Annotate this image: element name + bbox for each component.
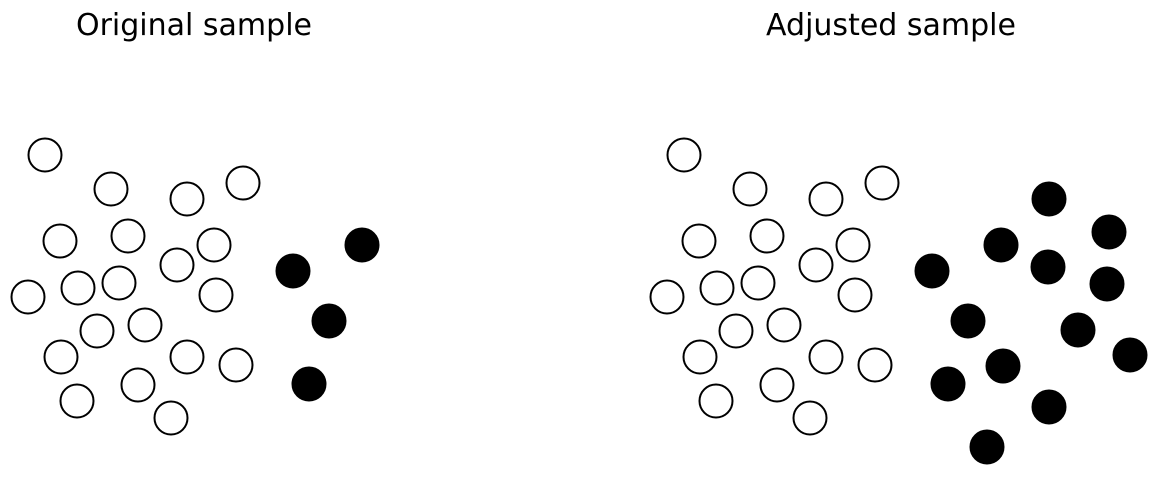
open-circle xyxy=(759,367,795,403)
open-circle xyxy=(798,247,834,283)
filled-circle xyxy=(275,253,311,289)
open-circle xyxy=(699,270,735,306)
open-circle xyxy=(808,339,844,375)
filled-circle xyxy=(950,303,986,339)
adjusted-sample-title: Adjusted sample xyxy=(766,8,1016,43)
open-circle xyxy=(120,367,156,403)
filled-circle xyxy=(930,366,966,402)
filled-circle xyxy=(914,253,950,289)
open-circle xyxy=(169,339,205,375)
open-circle xyxy=(42,223,78,259)
adjusted-sample-panel xyxy=(649,137,1148,465)
open-circle xyxy=(792,400,828,436)
open-circle xyxy=(681,223,717,259)
open-circle xyxy=(218,347,254,383)
open-circle xyxy=(835,227,871,263)
open-circle xyxy=(808,181,844,217)
open-circle xyxy=(666,137,702,173)
open-circle xyxy=(857,347,893,383)
filled-circle xyxy=(291,366,327,402)
open-circle xyxy=(837,277,873,313)
filled-circle xyxy=(969,429,1005,465)
open-circle xyxy=(159,247,195,283)
open-circle xyxy=(101,265,137,301)
filled-circle xyxy=(1031,181,1067,217)
open-circle xyxy=(10,279,46,315)
open-circle xyxy=(169,181,205,217)
open-circle xyxy=(766,307,802,343)
filled-circle xyxy=(1112,337,1148,373)
open-circle xyxy=(740,265,776,301)
open-circle xyxy=(225,165,261,201)
open-circle xyxy=(59,383,95,419)
filled-circle xyxy=(985,348,1021,384)
open-circle xyxy=(127,307,163,343)
open-circle xyxy=(60,270,96,306)
open-circle xyxy=(682,339,718,375)
filled-circle xyxy=(1091,214,1127,250)
filled-circle xyxy=(1030,249,1066,285)
filled-circle xyxy=(1031,389,1067,425)
open-circle xyxy=(153,400,189,436)
original-sample-panel xyxy=(10,137,380,436)
open-circle xyxy=(196,227,232,263)
filled-circle xyxy=(1060,312,1096,348)
open-circle xyxy=(27,137,63,173)
open-circle xyxy=(749,218,785,254)
open-circle xyxy=(718,313,754,349)
filled-circle xyxy=(311,303,347,339)
open-circle xyxy=(864,165,900,201)
open-circle xyxy=(93,171,129,207)
open-circle xyxy=(649,279,685,315)
filled-circle xyxy=(344,227,380,263)
open-circle xyxy=(43,339,79,375)
open-circle xyxy=(79,313,115,349)
open-circle xyxy=(732,171,768,207)
filled-circle xyxy=(1089,266,1125,302)
open-circle xyxy=(110,218,146,254)
original-sample-title: Original sample xyxy=(76,8,312,43)
filled-circle xyxy=(983,227,1019,263)
open-circle xyxy=(198,277,234,313)
open-circle xyxy=(698,383,734,419)
